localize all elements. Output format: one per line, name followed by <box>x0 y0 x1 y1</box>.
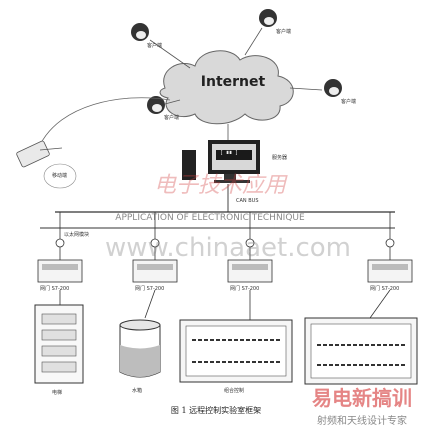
watermark-site: www.chinaaet.com <box>105 233 351 263</box>
device-label-tank: 水箱 <box>132 388 143 394</box>
mobile-client-label: 移动端 <box>52 173 68 179</box>
corner-logo-sub: 射频和天线设计专家 <box>317 414 407 427</box>
gateway-module <box>132 247 178 283</box>
device-label-elevator: 电梯 <box>52 390 63 396</box>
gateway-label: 网门 S7-200 <box>135 286 165 292</box>
corner-logo-cn: 易电新搞训 <box>312 386 412 410</box>
mobile-client-icon <box>16 140 77 189</box>
client-label: 客户端 <box>164 115 180 121</box>
ethernet-module-label: 以太网模块 <box>64 232 90 238</box>
watermark-journal-cn: 电子技术应用 <box>154 173 288 198</box>
bus-connectors <box>55 212 395 248</box>
figure-caption: 图 1 远程控制实验室框架 <box>170 406 262 415</box>
server-icon <box>182 140 260 183</box>
gateway-module <box>367 247 413 283</box>
server-monitor-text: [ ∎∎ ] <box>220 150 239 156</box>
control-panel-device <box>179 319 293 383</box>
gateway-label: 网门 S7-200 <box>40 286 70 292</box>
gateway-label: 网门 S7-200 <box>230 286 260 292</box>
can-bus-label: CAN BUS <box>236 198 259 204</box>
watermark-journal-en: APPLICATION OF ELECTRONIC TECHNIQUE <box>115 213 305 223</box>
gateway-module <box>227 247 273 283</box>
internet-cloud: Internet <box>159 50 294 125</box>
control-panel-device <box>304 317 418 385</box>
water-tank-device <box>119 319 161 378</box>
cloud-label: Internet <box>201 74 266 90</box>
client-icon <box>324 79 342 97</box>
client-label: 客户端 <box>276 29 292 35</box>
client-label: 客户端 <box>341 99 357 105</box>
elevator-device <box>34 304 84 384</box>
client-icon <box>259 9 277 27</box>
journal-watermark: 电子技术应用 APPLICATION OF ELECTRONIC TECHNIQ… <box>105 173 351 263</box>
device-label-control: 组合控制 <box>224 388 245 394</box>
server-label: 服务器 <box>272 155 288 161</box>
client-label: 客户端 <box>147 43 163 49</box>
corner-logo: 易电新搞训 射频和天线设计专家 <box>312 386 412 427</box>
client-icon <box>147 96 165 114</box>
gateway-module <box>37 247 83 283</box>
gateway-label: 网门 S7-200 <box>370 286 400 292</box>
client-icon <box>131 23 149 41</box>
